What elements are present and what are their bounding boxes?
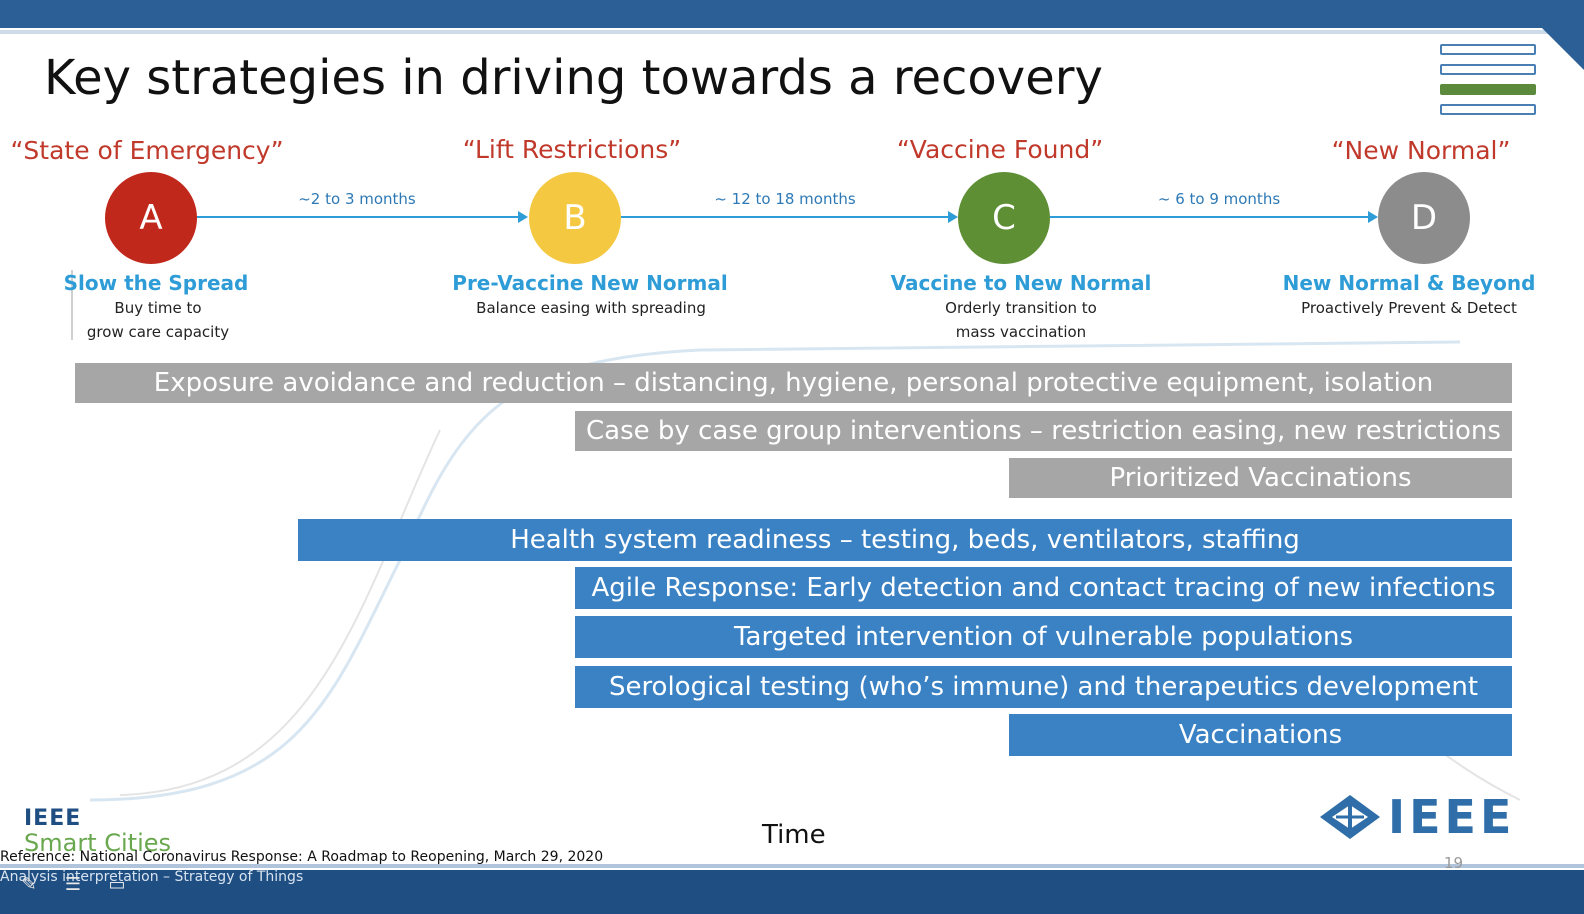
- strategy-bar-serological-testing: Serological testing (who’s immune) and t…: [575, 666, 1512, 708]
- duration-b-c: ~ 12 to 18 months: [714, 190, 856, 208]
- stage-c-name: Vaccine to New Normal: [890, 271, 1152, 295]
- logo-ieee-text: IEEE: [24, 806, 82, 831]
- duration-c-d: ~ 6 to 9 months: [1157, 190, 1281, 208]
- time-axis-label: Time: [762, 820, 826, 850]
- stage-b-name: Pre-Vaccine New Normal: [452, 271, 728, 295]
- stage-c-desc-line: Orderly transition to: [945, 299, 1097, 317]
- strategy-bar-vaccinations: Vaccinations: [1009, 714, 1512, 756]
- stage-a-circle: A: [105, 172, 197, 264]
- slide-menu-icon[interactable]: [1440, 44, 1536, 124]
- top-divider: [0, 30, 1584, 34]
- arrow-c-to-d: [1050, 211, 1378, 223]
- corner-decoration: [1514, 0, 1584, 70]
- notes-icon[interactable]: ☰: [64, 873, 82, 895]
- stage-c-quote: “Vaccine Found”: [896, 135, 1104, 164]
- menu-line-icon: [1440, 44, 1536, 55]
- stage-d-quote: “New Normal”: [1331, 136, 1511, 165]
- menu-line-icon: [1440, 64, 1536, 75]
- stage-d-circle: D: [1378, 172, 1470, 264]
- strategy-bar-health-system: Health system readiness – testing, beds,…: [298, 519, 1512, 561]
- stage-d-desc: Proactively Prevent & Detect: [1301, 296, 1517, 320]
- stage-b-desc: Balance easing with spreading: [476, 296, 706, 320]
- presenter-toolbar: ✎ ☰ ▭: [14, 872, 132, 896]
- arrow-a-to-b: [196, 211, 528, 223]
- stage-b-quote: “Lift Restrictions”: [462, 135, 682, 164]
- strategy-bar-exposure: Exposure avoidance and reduction – dista…: [75, 363, 1512, 403]
- ieee-logo-text: IEEE: [1388, 790, 1516, 844]
- ieee-diamond-icon: [1320, 795, 1380, 839]
- stage-a-quote: “State of Emergency”: [10, 136, 284, 165]
- stage-c-desc: Orderly transition to mass vaccination: [945, 296, 1097, 344]
- menu-line-icon: [1440, 104, 1536, 115]
- stage-b-desc-line: Balance easing with spreading: [476, 299, 706, 317]
- stage-c-circle: C: [958, 172, 1050, 264]
- reference-text: Reference: National Coronavirus Response…: [0, 849, 604, 865]
- stage-a-desc-line: Buy time to: [114, 299, 202, 317]
- duration-a-b: ~2 to 3 months: [298, 190, 416, 208]
- stage-a-desc: Buy time to grow care capacity: [87, 296, 229, 344]
- stage-c-desc-line: mass vaccination: [955, 323, 1087, 341]
- strategy-bar-prioritized-vaccinations: Prioritized Vaccinations: [1009, 458, 1512, 498]
- stage-b-circle: B: [529, 172, 621, 264]
- stage-a-desc-line: grow care capacity: [86, 323, 230, 341]
- ieee-smart-cities-logo: IEEE Smart Cities: [24, 806, 171, 857]
- bottom-divider: [0, 864, 1584, 868]
- pen-icon[interactable]: ✎: [21, 873, 37, 895]
- screen-icon[interactable]: ▭: [108, 873, 126, 895]
- top-band: [0, 0, 1584, 28]
- menu-line-active-icon: [1440, 84, 1536, 95]
- strategy-bar-agile-response: Agile Response: Early detection and cont…: [575, 567, 1512, 609]
- strategy-bar-targeted-intervention: Targeted intervention of vulnerable popu…: [575, 616, 1512, 658]
- slide-title: Key strategies in driving towards a reco…: [44, 50, 1103, 106]
- page-number: 19: [1444, 854, 1464, 872]
- logo-smart-cities-text: Smart Cities: [24, 829, 171, 857]
- arrow-b-to-c: [621, 211, 958, 223]
- stage-d-desc-line: Proactively Prevent & Detect: [1301, 299, 1517, 317]
- ieee-logo: IEEE: [1318, 790, 1515, 844]
- reference-text-2: Analysis interpretation – Strategy of Th…: [0, 869, 304, 885]
- strategy-bar-case-by-case: Case by case group interventions – restr…: [575, 411, 1512, 451]
- stage-a-name: Slow the Spread: [63, 271, 249, 295]
- stage-d-name: New Normal & Beyond: [1282, 271, 1536, 295]
- bottom-band: [0, 870, 1584, 914]
